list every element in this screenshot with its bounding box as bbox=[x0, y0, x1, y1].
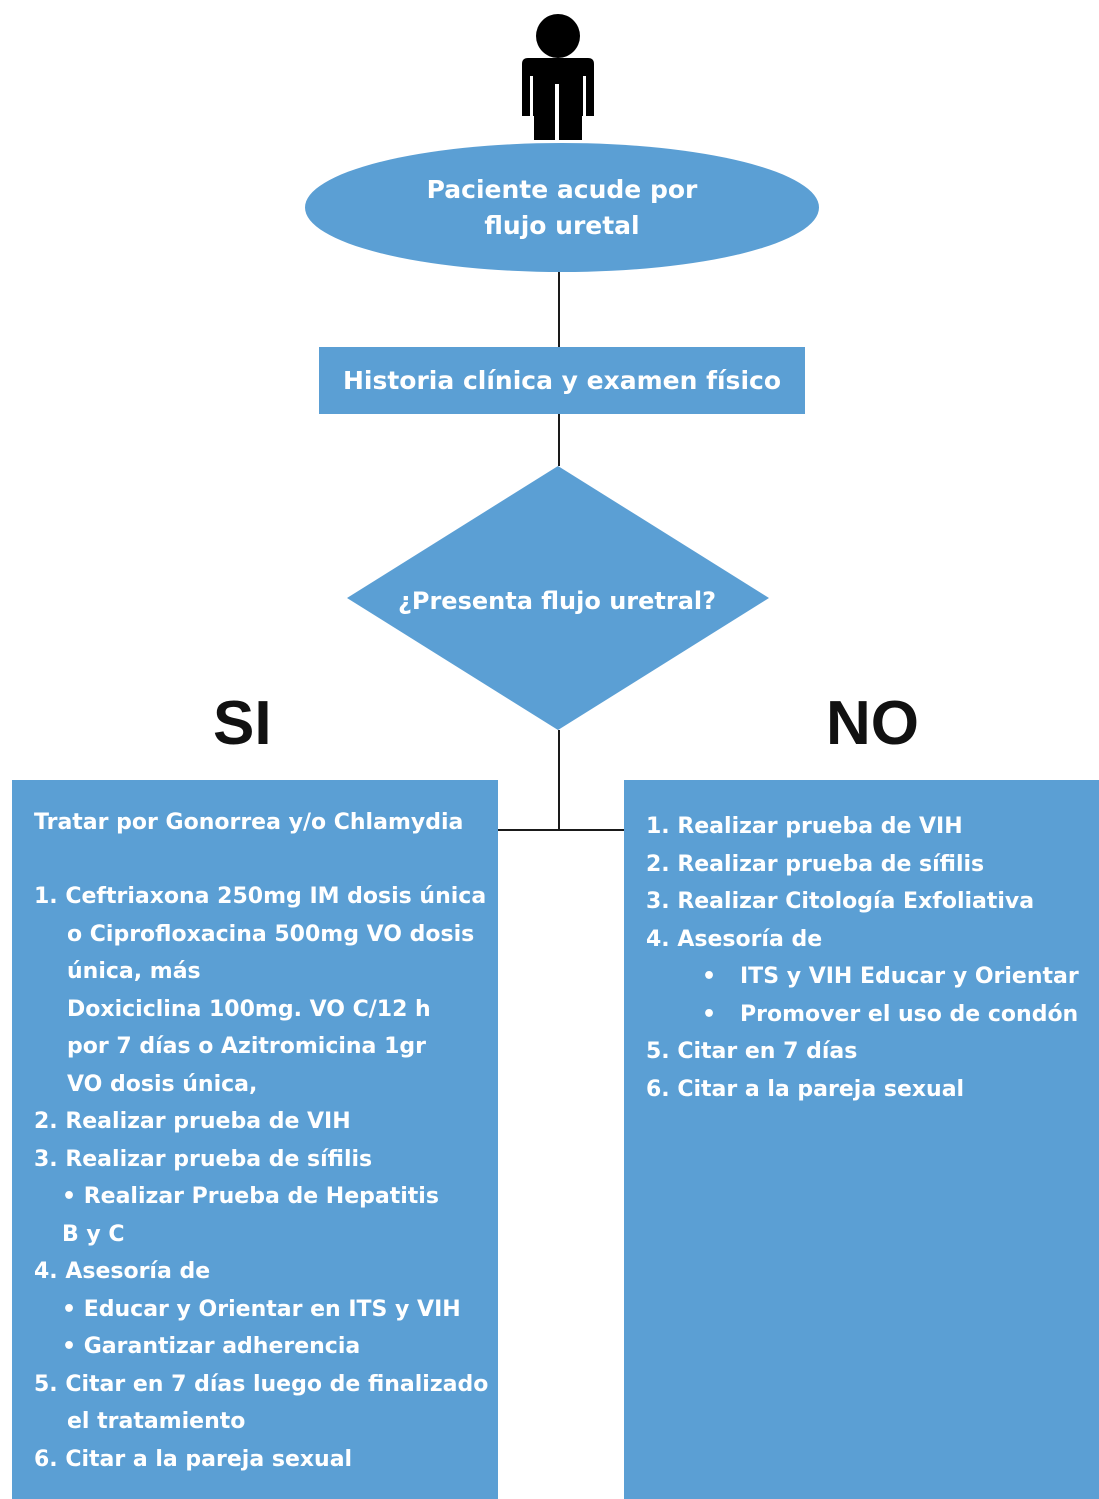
no-box-line: ITS y VIH Educar y Orientar bbox=[740, 964, 1079, 989]
yes-box-line: VO dosis única, bbox=[67, 1072, 258, 1097]
yes-box-line: Doxiciclina 100mg. VO C/12 h bbox=[67, 997, 431, 1022]
start-node: Paciente acude por flujo uretal bbox=[305, 143, 819, 272]
branch-yes-label: SI bbox=[213, 689, 272, 758]
connector-decision-down bbox=[558, 730, 560, 830]
yes-box-line: 1. Ceftriaxona 250mg IM dosis única bbox=[34, 884, 487, 909]
yes-box-line: única, más bbox=[67, 959, 201, 984]
history-step: Historia clínica y examen físico bbox=[319, 347, 805, 414]
no-box-bullet: • bbox=[702, 964, 717, 989]
history-step-label: Historia clínica y examen físico bbox=[342, 366, 782, 395]
yes-box-line: 2. Realizar prueba de VIH bbox=[34, 1109, 351, 1134]
yes-box-line: el tratamiento bbox=[67, 1409, 246, 1434]
yes-box-line: por 7 días o Azitromicina 1gr bbox=[67, 1034, 426, 1059]
no-box-bullet: • bbox=[702, 1002, 717, 1027]
yes-box-title: Tratar por Gonorrea y/o Chlamydia bbox=[34, 810, 464, 835]
yes-box-line: • Garantizar adherencia bbox=[62, 1334, 361, 1359]
yes-branch-box: Tratar por Gonorrea y/o Chlamydia 1. Cef… bbox=[12, 780, 498, 1499]
yes-box-line: • Realizar Prueba de Hepatitis bbox=[62, 1184, 439, 1209]
yes-box-line: 6. Citar a la pareja sexual bbox=[34, 1447, 353, 1472]
no-box-line: 1. Realizar prueba de VIH bbox=[646, 814, 963, 839]
yes-box-line: 3. Realizar prueba de sífilis bbox=[34, 1147, 373, 1172]
connector-start-to-history bbox=[558, 272, 560, 347]
yes-box-line: 5. Citar en 7 días luego de finalizado bbox=[34, 1372, 489, 1397]
no-box-line: Promover el uso de condón bbox=[740, 1002, 1079, 1027]
yes-box-line: B y C bbox=[62, 1222, 125, 1247]
yes-box-line: • Educar y Orientar en ITS y VIH bbox=[62, 1297, 461, 1322]
connector-history-to-decision bbox=[558, 414, 560, 466]
no-box-line: 2. Realizar prueba de sífilis bbox=[646, 852, 985, 877]
connector-branch-horizontal bbox=[498, 829, 624, 831]
decision-question: ¿Presenta flujo uretral? bbox=[397, 587, 717, 615]
no-box-line: 5. Citar en 7 días bbox=[646, 1039, 858, 1064]
start-line-1: Paciente acude por bbox=[426, 174, 698, 204]
branch-no-label: NO bbox=[826, 689, 919, 758]
yes-box-line: o Ciprofloxacina 500mg VO dosis bbox=[67, 922, 475, 947]
yes-box-line: 4. Asesoría de bbox=[34, 1259, 211, 1284]
no-box-line: 6. Citar a la pareja sexual bbox=[646, 1077, 965, 1102]
no-box-line: 3. Realizar Citología Exfoliativa bbox=[646, 889, 1035, 914]
decision-diamond bbox=[347, 466, 769, 730]
person-icon bbox=[522, 14, 594, 140]
no-branch-box: 1. Realizar prueba de VIH 2. Realizar pr… bbox=[624, 780, 1099, 1499]
no-box-line: 4. Asesoría de bbox=[646, 927, 823, 952]
start-line-2: flujo uretal bbox=[484, 210, 640, 240]
